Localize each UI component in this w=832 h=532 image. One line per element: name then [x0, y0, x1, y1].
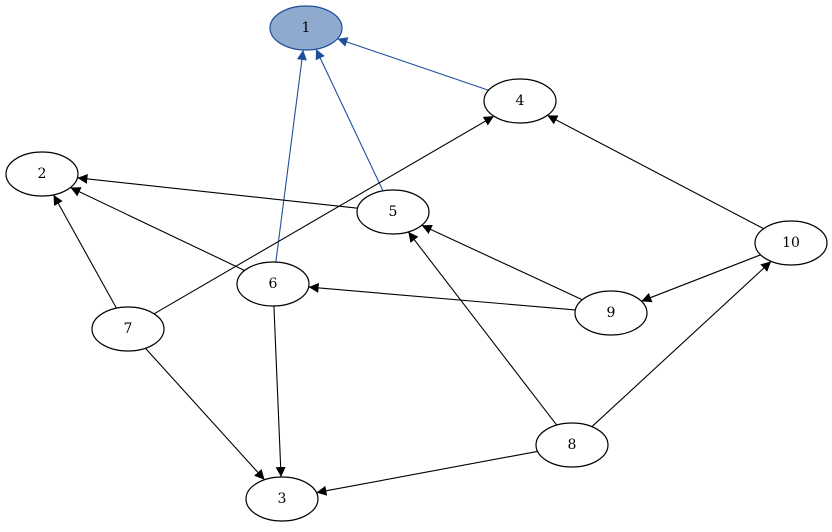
node-5-shape — [356, 189, 430, 235]
edge-7-to-4 — [153, 115, 495, 315]
edge-7-to-2 — [53, 194, 117, 309]
node-9: 9 — [574, 290, 648, 336]
node-8: 8 — [535, 422, 609, 468]
edge-10-to-4 — [547, 114, 764, 230]
node-1-label: 1 — [302, 20, 311, 36]
node-5: 5 — [356, 189, 430, 235]
node-6-label: 6 — [269, 276, 278, 292]
node-1: 1 — [269, 5, 343, 51]
edge-6-to-2 — [70, 187, 245, 271]
node-7: 7 — [91, 306, 165, 352]
node-8-label: 8 — [568, 437, 577, 453]
edge-7-to-3 — [145, 347, 265, 481]
edge-8-to-5 — [407, 231, 558, 426]
edge-6-to-1 — [275, 49, 307, 263]
edge-5-to-1 — [315, 48, 384, 192]
node-6: 6 — [236, 261, 310, 307]
edge-layer — [53, 37, 772, 496]
node-3-label: 3 — [278, 491, 287, 507]
edge-8-to-3 — [316, 450, 538, 496]
node-7-label: 7 — [124, 321, 133, 337]
edge-6-to-3 — [273, 305, 286, 478]
node-4-shape — [483, 78, 557, 124]
node-7-shape — [91, 306, 165, 352]
node-9-shape — [574, 290, 648, 336]
node-10-label: 10 — [782, 235, 800, 251]
node-2-shape — [5, 151, 79, 197]
node-2: 2 — [5, 151, 79, 197]
edge-9-to-6 — [308, 282, 576, 311]
node-3: 3 — [245, 476, 319, 522]
edge-5-to-2 — [77, 173, 358, 209]
node-3-shape — [245, 476, 319, 522]
node-1-shape — [269, 5, 343, 51]
node-8-shape — [535, 422, 609, 468]
node-10: 10 — [754, 220, 828, 266]
edge-4-to-1 — [337, 37, 489, 91]
node-5-label: 5 — [389, 204, 398, 220]
node-10-shape — [754, 220, 828, 266]
edge-10-to-9 — [641, 254, 761, 303]
node-2-label: 2 — [38, 166, 47, 182]
node-6-shape — [236, 261, 310, 307]
node-layer: 1 2 3 4 5 6 7 8 9 10 — [5, 5, 828, 522]
node-4-label: 4 — [516, 93, 525, 109]
node-9-label: 9 — [607, 305, 616, 321]
edge-9-to-5 — [421, 224, 583, 301]
edge-8-to-10 — [591, 260, 772, 428]
node-4: 4 — [483, 78, 557, 124]
